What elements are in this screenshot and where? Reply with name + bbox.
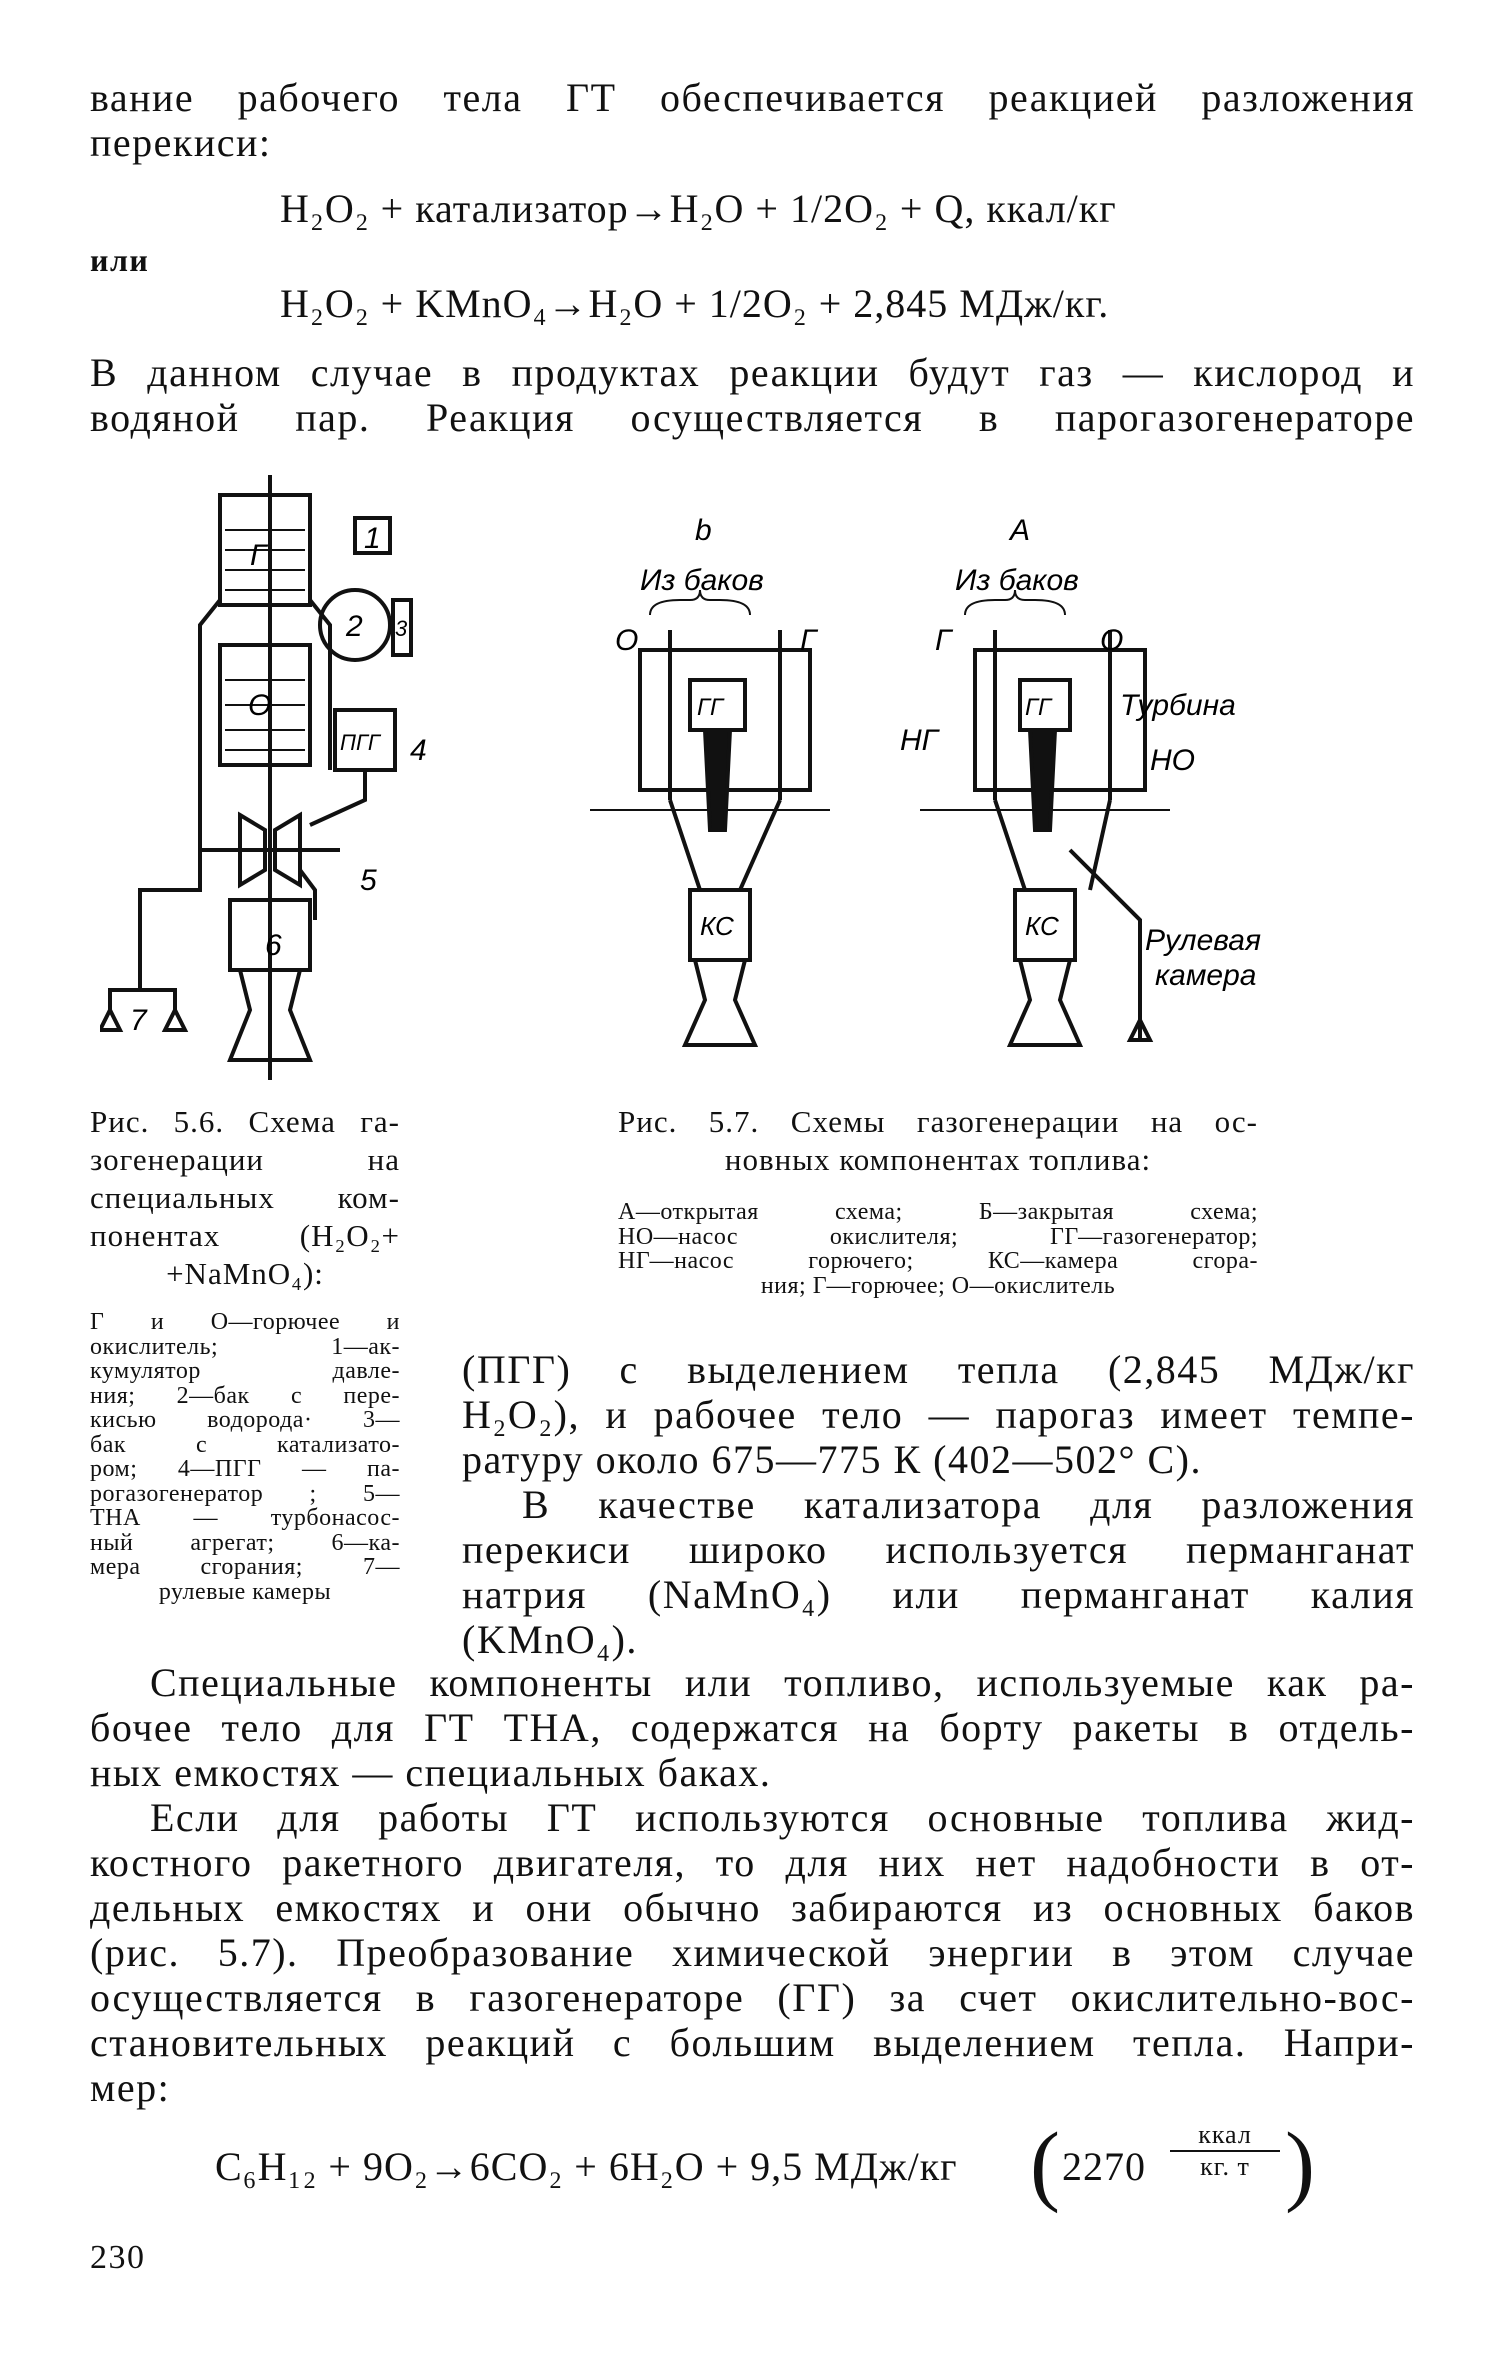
text-line: В качестве катализатора для разложения [522,1482,1415,1527]
legend-line: окислитель; 1—ак- [90,1333,400,1360]
label-steering-1: Рулевая [1145,924,1261,957]
text-line: водяной пар. Реакция осуществляется в па… [90,395,1415,440]
text-line: В данном случае в продуктах реакции буду… [90,350,1415,395]
text-line: становительных реакций с большим выделен… [90,2020,1415,2065]
legend-line: ром; 4—ПГГ — па- [90,1456,400,1482]
figure-5-7-labels: b A Из баков Из баков О Г Г О ГГ ГГ НГ Т… [615,514,1261,992]
label-4: 4 [410,734,427,767]
caption-line: Рис. 5.7. Схемы газогенерации на ос- [618,1104,1258,1139]
legend-line: мера сгорания; 7— [90,1554,400,1580]
caption-line: Рис. 5.6. Схема га- [90,1104,400,1139]
legend-line: ный агрегат; 6—ка- [90,1529,400,1556]
text-line: перекиси широко используется перманганат [462,1527,1415,1572]
text-line: (рис. 5.7). Преобразование химической эн… [90,1930,1415,1975]
label-gg-b: ГГ [697,694,725,721]
legend-line: кумулятор давле- [90,1358,400,1384]
text-line: осуществляется в газогенераторе (ГГ) за … [90,1975,1415,2020]
text-line: (ПГГ) с выделением тепла (2,845 МДж/кг [462,1347,1415,1392]
eq3-numerator: ккал [1170,2120,1280,2152]
page-number: 230 [90,2239,146,2276]
label-5: 5 [360,864,377,897]
text-line: перекиси: [90,120,272,165]
label-from-tanks-b: Из баков [640,564,764,597]
text-line: Если для работы ГТ используются основные… [150,1795,1415,1840]
label-from-tanks-a: Из баков [955,564,1079,597]
caption-line: новных компонентах топлива: [724,1142,1152,1177]
equation-3: C₆H₁₂ + 9O₂→6CO₂ + 6H₂O + 9,5 МДж/кг [215,2144,958,2189]
or-label: или [90,242,150,278]
eq3-fraction: ккал кг. т [1170,2120,1280,2182]
label-ks-a: КС [1025,911,1059,941]
eq3-denominator: кг. т [1200,2152,1250,2181]
legend-line: рогазогенератор ; 5— [90,1480,400,1507]
caption-line: зогенерации на [90,1142,400,1177]
equation-2: H₂O₂ + KMnO₄→H₂O + 1/2O₂ + 2,845 МДж/кг. [280,281,1110,326]
legend-line: ния; Г—горючее; О—окислитель [760,1272,1116,1299]
label-2: 2 [345,610,363,643]
text-line: ратуру около 675—775 К (402—502° С). [462,1437,1202,1482]
text-line: вание рабочего тела ГТ обеспечивается ре… [90,75,1415,120]
legend-line: А—открытая схема; Б—закрытая схема; [618,1199,1258,1225]
legend-line: бак с катализато- [90,1431,400,1458]
label-ks-b: КС [700,911,734,941]
label-g-a: Г [935,624,954,657]
caption-line: понентах (H₂O₂+ [90,1218,400,1253]
figure-5-6-diagram [100,475,413,1080]
eq3-value: 2270 [1062,2144,1146,2189]
label-turbine: Турбина [1120,689,1236,722]
text-line: натрия (NaMnO₄) или перманганат калия [462,1572,1415,1617]
legend-line: НГ—насос горючего; КС—камера сгора- [618,1248,1258,1274]
label-pgg: ПГГ [340,730,382,755]
caption-line: +NaMnO₄): [166,1256,324,1291]
legend-line: Г и О—горючее и [90,1309,400,1335]
figure-5-7-legend: А—открытая схема; Б—закрытая схема;НО—на… [618,1200,1258,1298]
text-line: мер: [90,2065,171,2110]
figure-5-6-labels: Г О 1 2 3 ПГГ 4 5 6 7 [130,522,427,1037]
label-7: 7 [130,1004,148,1037]
label-o-b: О [615,624,638,657]
paren-close: ) [1285,2115,1315,2214]
text-line: Специальные компоненты или топливо, испо… [150,1660,1415,1705]
label-no: НО [1150,744,1195,777]
legend-line: ния; 2—бак с пере- [90,1382,400,1409]
legend-line: НО—насос окислителя; ГГ—газогенератор; [618,1223,1258,1250]
legend-line: рулевые камеры [158,1578,332,1605]
text-line: H₂O₂), и рабочее тело — парогаз имеет те… [462,1392,1415,1437]
equation-1: H₂O₂ + катализатор→H₂O + 1/2O₂ + Q, ккал… [280,186,1117,231]
label-gg-a: ГГ [1025,694,1053,721]
text-line: костного ракетного двигателя, то для них… [90,1840,1415,1885]
label-fuel: Г [250,539,269,572]
figure-5-7-caption: Рис. 5.7. Схемы газогенерации на ос-новн… [618,1103,1258,1179]
legend-line: ТНА — турбонасос- [90,1505,400,1531]
label-b: b [695,514,712,547]
label-ng: НГ [900,724,941,757]
paren-open: ( [1030,2115,1060,2214]
legend-line: кисью водорода· 3— [90,1407,400,1433]
label-o-a: О [1100,624,1123,657]
label-oxidizer: О [248,689,271,722]
caption-line: специальных ком- [90,1180,400,1215]
text-line: ных емкостях — специальных баках. [90,1750,772,1795]
label-steering-2: камера [1155,959,1256,992]
label-6: 6 [265,929,282,962]
text-line: (KMnO₄). [462,1617,638,1662]
figure-5-7-diagram [590,589,1170,1047]
label-3: 3 [395,616,408,641]
label-1: 1 [364,522,381,555]
text-line: бочее тело для ГТ ТНА, содержатся на бор… [90,1705,1415,1750]
label-g-b: Г [800,624,819,657]
label-a: A [1008,514,1030,547]
text-line: дельных емкостях и они обычно забираются… [90,1885,1415,1930]
